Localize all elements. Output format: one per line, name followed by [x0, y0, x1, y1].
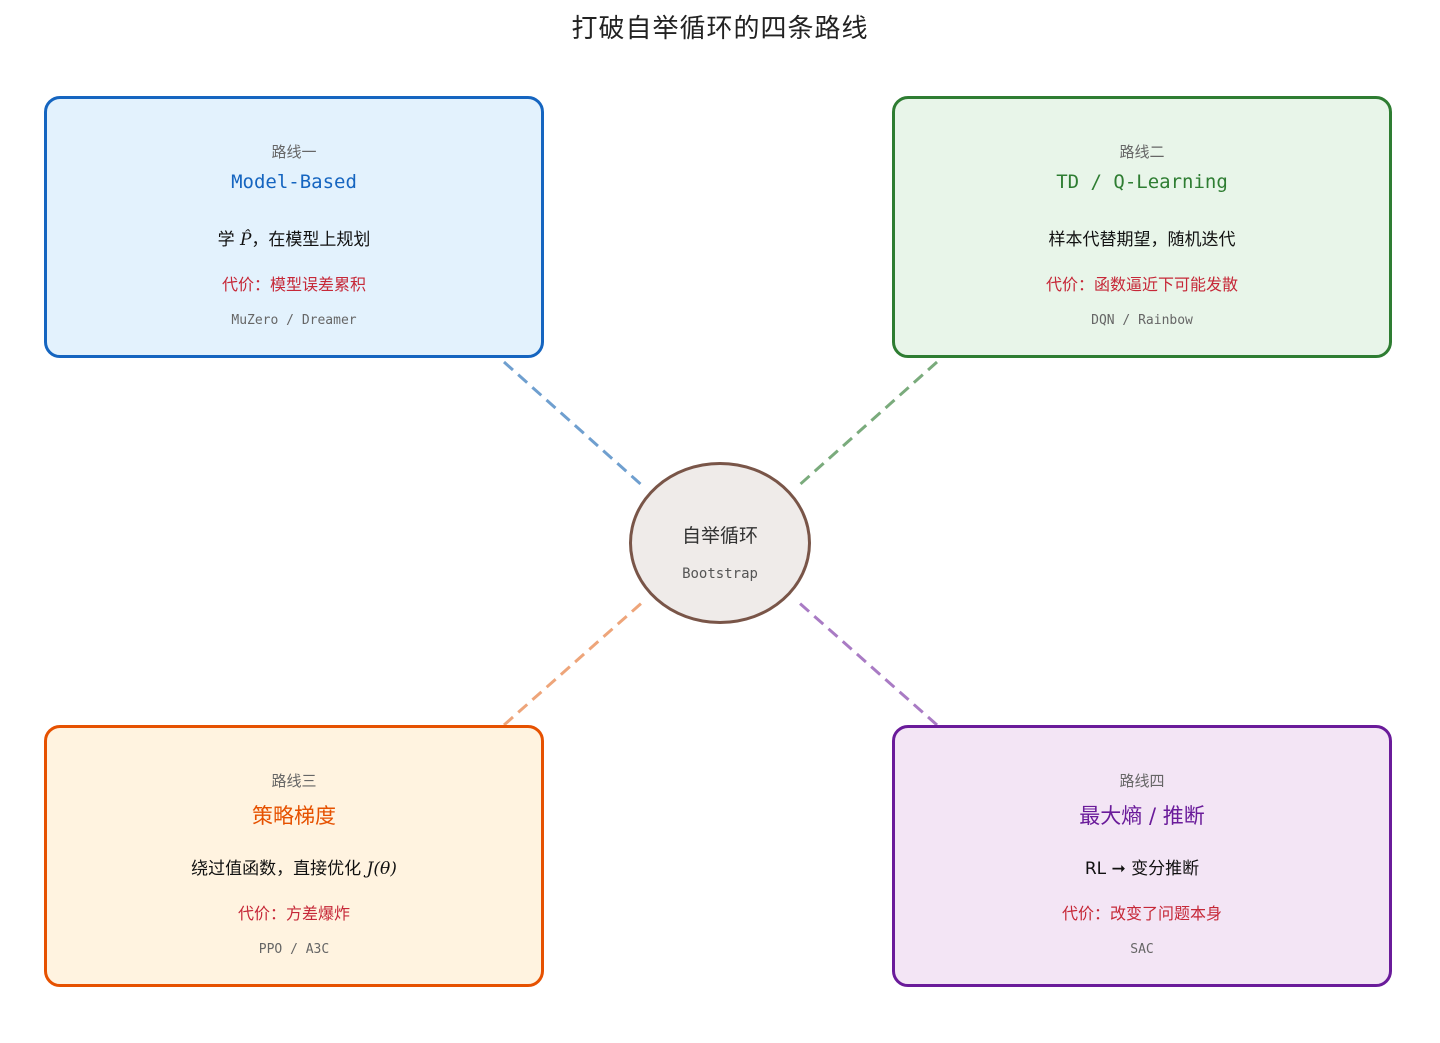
center-title: 自举循环	[681, 525, 758, 547]
diagram-title: 打破自举循环的四条路线	[571, 14, 869, 44]
route-cost: 代价：方差爆炸	[237, 904, 350, 923]
route-examples: MuZero / Dreamer	[231, 313, 357, 328]
desc-math: P̂	[239, 230, 252, 250]
desc-prefix: 样本代替期望，随机迭代	[1048, 230, 1236, 250]
desc-math: J(θ)	[366, 859, 397, 879]
route-description: RL ➞ 变分推断	[895, 854, 1389, 879]
route-tag: 路线二	[1119, 143, 1165, 161]
route-examples: DQN / Rainbow	[1091, 313, 1193, 328]
route-card-model-based: 路线一 Model-Based 学 P̂，在模型上规划 代价：模型误差累积 Mu…	[44, 96, 544, 358]
desc-prefix: 学	[217, 230, 240, 250]
route-name: TD / Q-Learning	[1056, 171, 1228, 193]
route-tag: 路线四	[1119, 772, 1165, 790]
route-name: 最大熵 / 推断	[1079, 804, 1205, 828]
route-card-policy-gradient: 路线三 策略梯度 绕过值函数，直接优化 J(θ) 代价：方差爆炸 PPO / A…	[44, 725, 544, 987]
center-node-bootstrap: 自举循环 Bootstrap	[629, 462, 811, 624]
route-cost: 代价：改变了问题本身	[1061, 904, 1222, 923]
route-tag: 路线三	[271, 772, 317, 790]
route-cost: 代价：函数逼近下可能发散	[1045, 275, 1238, 294]
route-description: 样本代替期望，随机迭代	[895, 225, 1389, 250]
link-route-1	[503, 360, 646, 490]
link-route-2	[795, 360, 938, 490]
route-card-td-q-learning: 路线二 TD / Q-Learning 样本代替期望，随机迭代 代价：函数逼近下…	[892, 96, 1392, 358]
link-route-4	[795, 598, 938, 727]
desc-prefix: 绕过值函数，直接优化	[191, 859, 367, 879]
route-card-max-entropy: 路线四 最大熵 / 推断 RL ➞ 变分推断 代价：改变了问题本身 SAC	[892, 725, 1392, 987]
desc-suffix: ，在模型上规划	[251, 230, 371, 250]
route-name: 策略梯度	[252, 804, 336, 828]
route-tag: 路线一	[271, 143, 317, 161]
route-description: 绕过值函数，直接优化 J(θ)	[47, 854, 541, 879]
route-name: Model-Based	[231, 171, 357, 193]
link-route-3	[503, 598, 646, 727]
route-description: 学 P̂，在模型上规划	[47, 225, 541, 250]
route-examples: SAC	[1130, 942, 1154, 957]
desc-prefix: RL ➞ 变分推断	[1084, 859, 1200, 879]
center-subtitle: Bootstrap	[682, 566, 758, 582]
route-cost: 代价：模型误差累积	[221, 275, 366, 294]
route-examples: PPO / A3C	[258, 942, 330, 957]
